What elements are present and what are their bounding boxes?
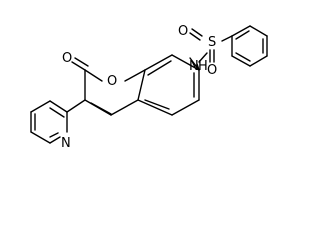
sulfonyl-oxygen-left-label: O: [178, 24, 188, 39]
ns-bond: [198, 52, 208, 63]
s-phenyl-bond: [221, 35, 233, 42]
ring-oxygen-label: O: [107, 74, 117, 89]
sulfonamide-hydrogen-label: H: [198, 59, 208, 74]
pyridine-nitrogen-label: N: [61, 136, 71, 151]
benzo-ring: [137, 54, 200, 116]
sulfonyl-bonds: [189, 28, 215, 63]
c3-pyridyl-bond: [66, 99, 86, 113]
pyridine-ring: [30, 100, 68, 144]
structure-drawing: O O N N H S O O: [30, 24, 268, 151]
pyranone-ring: [84, 69, 146, 116]
aryl-nh-bond: [195, 65, 200, 71]
phenyl-ring: [231, 25, 268, 67]
sulfonamide-nitrogen-label: N: [189, 59, 199, 74]
n-s-bond: [189, 57, 197, 67]
molecule-diagram: O O N N H S O O: [30, 24, 268, 151]
carbonyl-oxygen-label: O: [62, 51, 72, 66]
sulfur-label: S: [208, 35, 216, 50]
carbonyl-bond: [71, 57, 89, 71]
sulfonyl-oxygen-bottom-label: O: [207, 63, 217, 78]
